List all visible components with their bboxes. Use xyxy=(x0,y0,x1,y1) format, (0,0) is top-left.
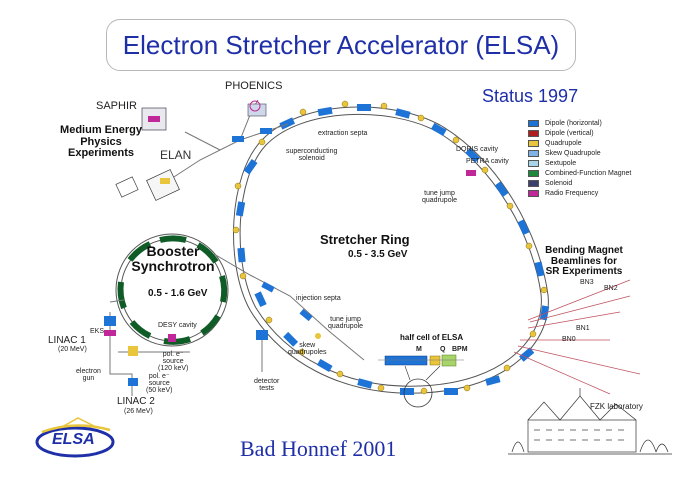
phoenics-detector xyxy=(247,103,267,117)
legend-swatch xyxy=(528,169,539,177)
legend-item-sextupole: Sextupole xyxy=(528,158,576,168)
legend-label: Sextupole xyxy=(545,159,577,167)
doris-cavity-label: DORIS cavity xyxy=(456,146,499,153)
elan-label: ELAN xyxy=(160,148,192,162)
bn3-label: BN3 xyxy=(580,279,594,286)
legend-label: Skew Quadrupole xyxy=(545,149,601,157)
stretcher-ring-energy: 0.5 - 3.5 GeV xyxy=(348,249,408,260)
legend-swatch xyxy=(528,139,539,147)
legend-item-solenoid: Solenoid xyxy=(528,178,572,188)
half-cell-bpm-label: BPM xyxy=(452,346,468,353)
injection-septa-label: injection septa xyxy=(296,295,341,302)
status-label: Status 1997 xyxy=(482,86,579,106)
title-frame xyxy=(106,19,576,71)
fzk-laboratory-label: FZK laboratory xyxy=(590,402,643,411)
legend-item-skew-quadrupole: Skew Quadrupole xyxy=(528,148,601,158)
legend-item-radio-frequency: Radio Frequency xyxy=(528,188,598,198)
legend-swatch xyxy=(528,129,539,137)
legend-label: Dipole (vertical) xyxy=(545,129,594,137)
stretcher-ring-title: Stretcher Ring xyxy=(320,232,410,247)
ring-magnets xyxy=(235,104,550,395)
extraction-septa-label: extraction septa xyxy=(318,130,368,137)
pol-source-120kev-label: pol. e⁻source(120 keV) xyxy=(158,351,189,372)
legend-label: Solenoid xyxy=(545,179,573,187)
legend-item-dipole-vertical: Dipole (vertical) xyxy=(528,128,594,138)
legend-label: Dipole (horizontal) xyxy=(545,119,602,127)
elsa-logo-text: ELSA xyxy=(52,431,95,448)
sr-beamlines xyxy=(513,279,641,395)
pol-source-50kev-label: pol. e⁻source(50 keV) xyxy=(146,373,173,394)
half-cell-label: half cell of ELSA xyxy=(400,333,464,342)
stretcher-ring-inner xyxy=(239,113,542,387)
legend-label: Quadrupole xyxy=(545,139,582,147)
linac2-energy-label: (26 MeV) xyxy=(124,408,153,415)
legend-swatch xyxy=(528,119,539,127)
transfer-line xyxy=(213,253,365,361)
half-cell-q-label: Q xyxy=(440,346,446,353)
ring-quadrupoles xyxy=(232,100,548,395)
phoenics-label: PHOENICS xyxy=(225,80,283,92)
booster-magnets xyxy=(117,235,228,345)
legend-item-combined-function-magnet: Combined-Function Magnet xyxy=(528,168,631,178)
legend-swatch xyxy=(528,159,539,167)
elsa-logo xyxy=(35,417,115,458)
linac2-label: LINAC 2 xyxy=(117,396,155,407)
elan-detector xyxy=(146,169,180,201)
fzk-laboratory-sketch xyxy=(508,388,672,455)
half-cell-m-label: M xyxy=(416,346,422,353)
desy-cavity-label: DESY cavity xyxy=(158,322,197,329)
petra-cavity-label: PETRA cavity xyxy=(466,158,509,165)
saphir-label: SAPHIR xyxy=(96,100,137,112)
desy-cavity-marker xyxy=(168,334,176,342)
diagram-title: Electron Stretcher Accelerator (ELSA) xyxy=(122,30,560,60)
booster-energy: 0.5 - 1.6 GeV xyxy=(148,288,208,299)
legend-item-dipole-horizontal: Dipole (horizontal) xyxy=(528,118,602,128)
legend-item-quadrupole: Quadrupole xyxy=(528,138,582,148)
bn0-label: BN0 xyxy=(562,336,576,343)
half-cell-of-elsa xyxy=(378,354,464,367)
detector-tests-magnet xyxy=(256,330,268,340)
bn2-label: BN2 xyxy=(604,285,618,292)
legend-swatch xyxy=(528,189,539,197)
eks-label: EKS xyxy=(90,328,105,335)
footer-location: Bad Honnef 2001 xyxy=(240,436,397,461)
legend-label: Radio Frequency xyxy=(545,189,599,197)
half-cell-zoom-circle xyxy=(403,378,433,408)
legend-label: Combined-Function Magnet xyxy=(545,169,632,177)
bn1-label: BN1 xyxy=(576,325,590,332)
legend-swatch xyxy=(528,179,539,187)
linac1-label: LINAC 1 xyxy=(48,335,86,346)
booster-ring-outer xyxy=(115,233,229,347)
extraction-beamline xyxy=(159,99,289,187)
petra-cavity-marker xyxy=(466,170,476,176)
linac1-energy-label: (20 MeV) xyxy=(58,346,87,353)
legend-swatch xyxy=(528,149,539,157)
